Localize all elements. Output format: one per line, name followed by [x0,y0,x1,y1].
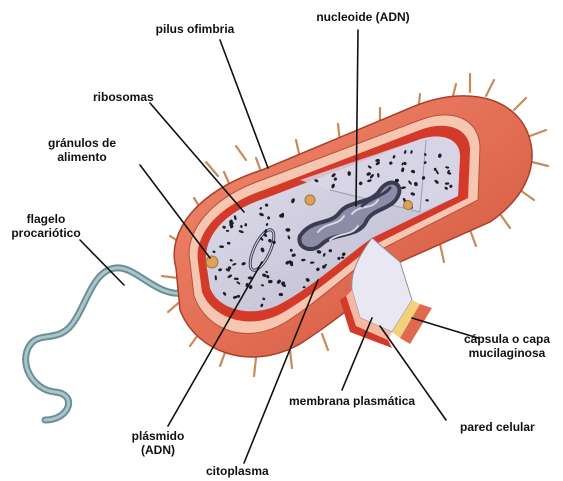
label-plasmid-line1: plásmido [118,429,198,443]
label-granules: gránulos de alimento [32,136,132,164]
label-nucleoid: nucleoide (ADN) [308,10,418,24]
label-membrane: membrana plasmática [289,394,415,408]
label-capsule-line2: mucilaginosa [452,346,562,360]
pilus [470,230,476,246]
pilus [440,244,444,262]
label-cytoplasm: citoplasma [206,464,269,478]
label-flagellum: flagelo procariótico [0,212,92,240]
pilus [322,334,328,350]
label-plasmid-line2: (ADN) [118,443,198,457]
pilus [532,162,548,166]
pilus [254,358,256,376]
label-plasmid: plásmido (ADN) [118,429,198,457]
pilus [500,214,510,228]
pilus [162,276,178,278]
label-capsule: cápsula o capa mucilaginosa [452,332,562,360]
label-flagellum-line1: flagelo [0,212,92,226]
pilus [486,80,494,96]
granule [404,201,413,210]
label-granules-line1: gránulos de [32,136,132,150]
label-wall: pared celular [460,420,535,434]
pilus [236,146,246,160]
label-flagellum-line2: procariótico [0,226,92,240]
label-pilus: pilus ofimbria [145,22,245,36]
pilus [520,190,534,200]
pilus [530,130,546,136]
label-ribosomes: ribosomas [93,90,154,104]
pilus [290,350,292,368]
pilus [514,98,526,110]
label-capsule-line1: cápsula o capa [452,332,562,346]
label-granules-line2: alimento [32,150,132,164]
leader-ribosomes [150,103,244,212]
granule [206,256,218,268]
leader-pilus [220,40,268,168]
granule [305,195,315,205]
